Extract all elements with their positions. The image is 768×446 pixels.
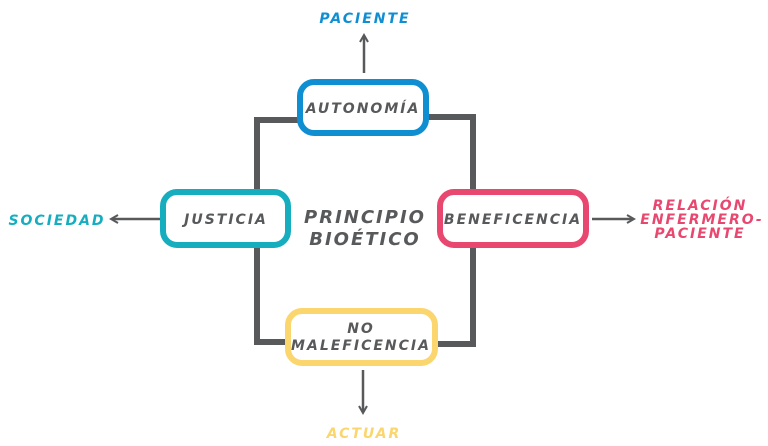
autonomia-box — [297, 79, 429, 136]
output-paciente: PACIENTE — [319, 11, 410, 27]
output-relacion-line3: PACIENTE — [654, 226, 745, 242]
autonomia-label: AUTONOMÍA — [305, 100, 421, 117]
beneficencia-label: BENEFICENCIA — [444, 212, 582, 228]
output-relacion-line1: RELACIÓN — [653, 196, 748, 214]
connector-frame — [254, 114, 476, 347]
arrows — [112, 36, 633, 412]
no-maleficencia-box — [285, 308, 438, 366]
no-maleficencia-label-line1: NO — [347, 321, 375, 337]
justicia-box — [160, 189, 291, 248]
center-title-line1: PRINCIPIO — [304, 207, 426, 228]
justicia-label: JUSTICIA — [181, 212, 268, 228]
output-actuar: ACTUAR — [326, 426, 402, 442]
no-maleficencia-label-line2: MALEFICENCIA — [291, 338, 431, 354]
beneficencia-box — [437, 189, 589, 248]
output-sociedad: SOCIEDAD — [8, 213, 105, 229]
center-title-line2: BIOÉTICO — [309, 228, 421, 250]
frame-bottom-left — [254, 248, 288, 345]
frame-bottom-right — [436, 248, 476, 347]
frame-top-left — [254, 117, 300, 192]
output-relacion-line2: ENFERMERO- — [640, 212, 763, 228]
frame-top-right — [428, 114, 476, 192]
